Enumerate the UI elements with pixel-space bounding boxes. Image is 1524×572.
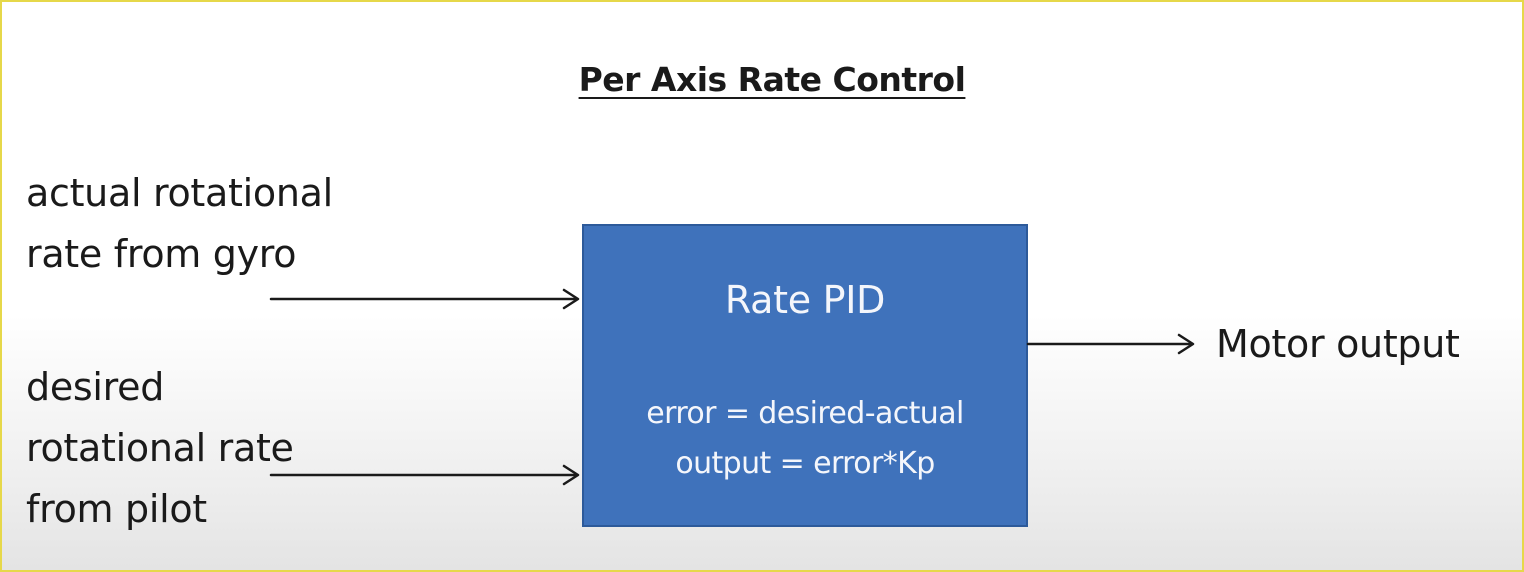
input-label-actual-line-1: actual rotational (26, 171, 333, 215)
diagram-title-text: Per Axis Rate Control (578, 60, 966, 99)
rate-pid-block: Rate PID error = desired-actual output =… (582, 224, 1028, 527)
input-label-actual-line-2: rate from gyro (26, 232, 297, 276)
error-formula: error = desired-actual (646, 396, 964, 431)
diagram-title: Per Axis Rate Control (2, 60, 1522, 99)
input-label-desired-line-1: desired (26, 365, 165, 409)
input-label-actual-rate: actual rotational rate from gyro (26, 163, 333, 285)
input-label-desired-line-3: from pilot (26, 487, 207, 531)
output-formula: output = error*Kp (675, 446, 935, 481)
input-label-desired-rate: desired rotational rate from pilot (26, 357, 294, 540)
output-label-motor: Motor output (1216, 322, 1460, 366)
rate-pid-title: Rate PID (724, 278, 886, 322)
input-label-desired-line-2: rotational rate (26, 426, 294, 470)
